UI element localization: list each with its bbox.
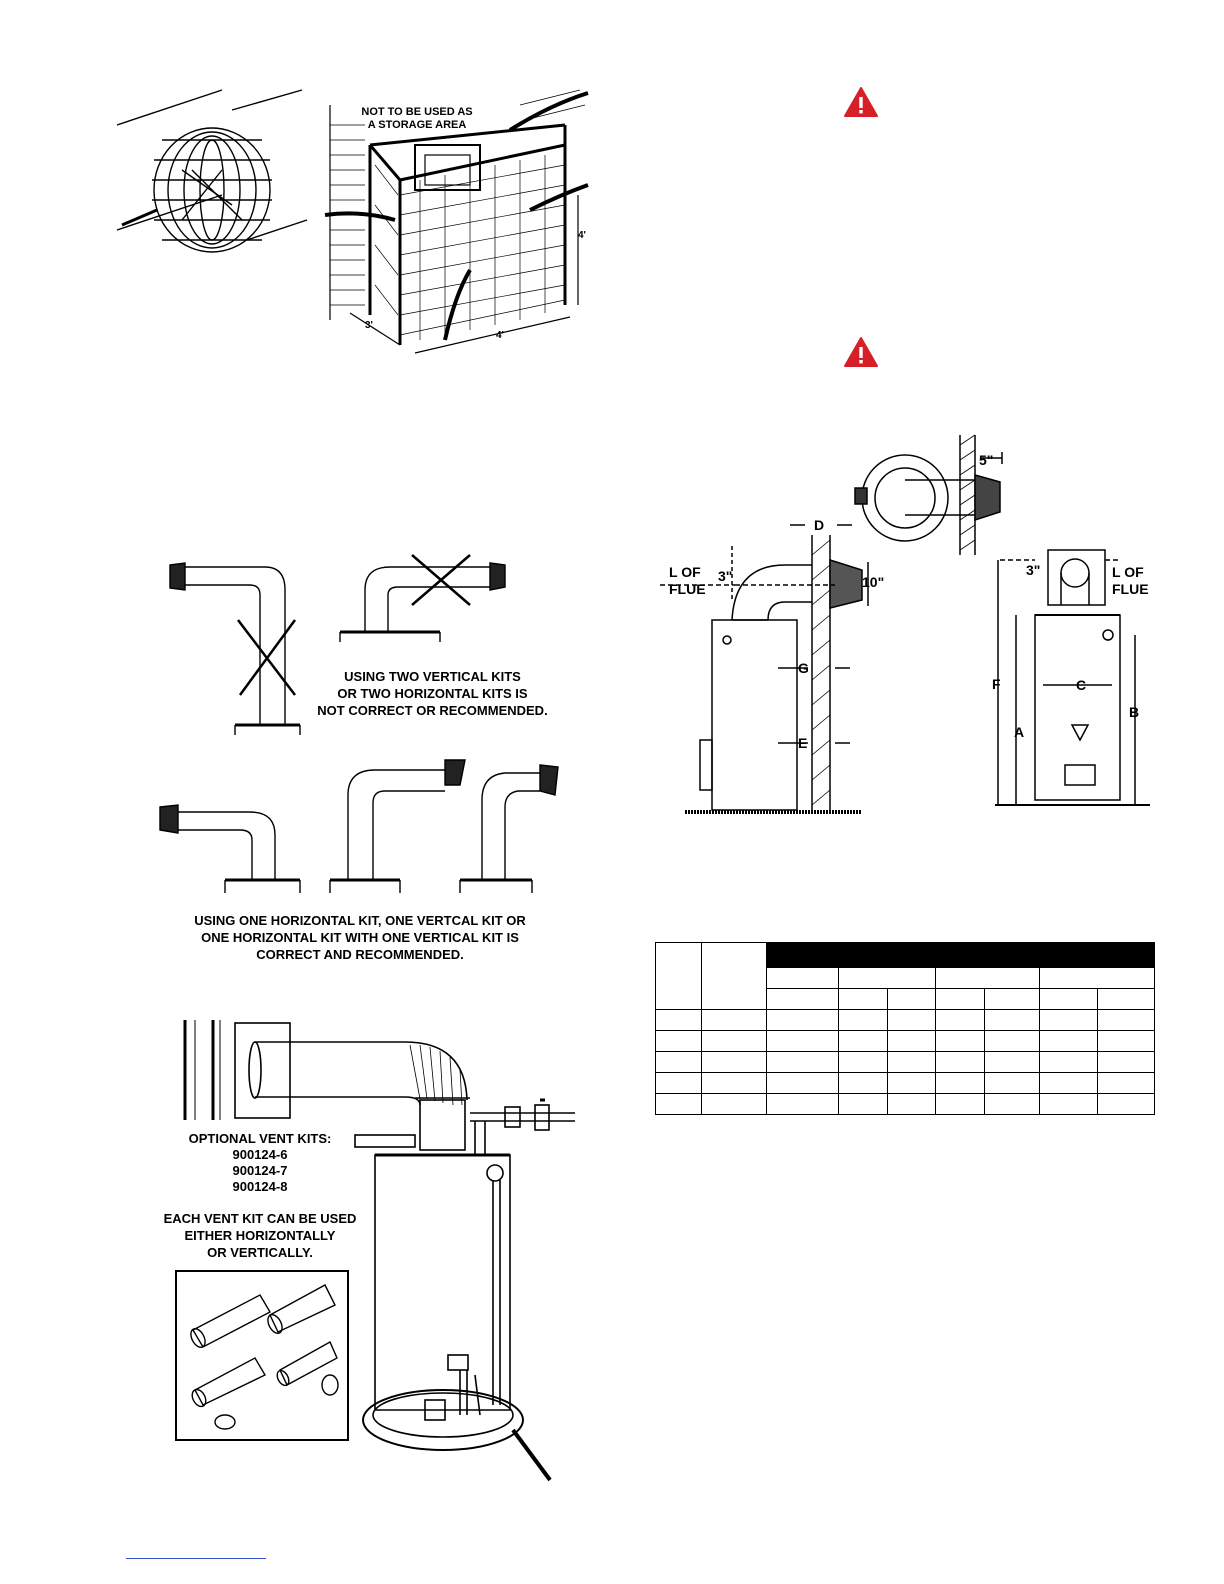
water-heater-vent-kit-illustration xyxy=(183,1020,575,1482)
table-row xyxy=(655,1093,1155,1115)
enclosure-width-label: 4' xyxy=(496,330,504,341)
vent-height-label: 10" xyxy=(862,574,885,590)
warning-triangle-icon xyxy=(844,337,878,367)
correct-kits-caption: USING ONE HORIZONTAL KIT, ONE VERTCAL KI… xyxy=(194,913,526,962)
vent-cap-guard-illustration xyxy=(116,89,308,253)
centerline-flue-right-label: L OF FLUE xyxy=(1112,564,1149,597)
enclosure-depth-label: 3' xyxy=(365,320,373,331)
dimensions-table xyxy=(655,942,1156,1115)
top-clearance-label: 5" xyxy=(979,452,994,468)
table-row xyxy=(655,1051,1155,1073)
dimension-diagram xyxy=(660,434,1150,814)
table-row xyxy=(655,1072,1155,1094)
diameter-c-label: C xyxy=(1076,677,1087,693)
centerline-flue-left-label: L OF FLUE xyxy=(669,564,706,597)
flue-offset-left-label: 3" xyxy=(718,568,733,584)
incorrect-kits-caption: USING TWO VERTICAL KITS OR TWO HORIZONTA… xyxy=(317,669,548,718)
height-b-label: B xyxy=(1129,704,1140,720)
flue-offset-right-label: 3" xyxy=(1026,562,1041,578)
height-a-label: A xyxy=(1014,724,1025,740)
table-row xyxy=(655,1030,1155,1052)
vent-kit-number-3: 900124-8 xyxy=(232,1179,288,1194)
storage-warning-label: NOT TO BE USED AS A STORAGE AREA xyxy=(361,106,473,131)
footer-link-underline[interactable] xyxy=(126,1558,266,1559)
table-row xyxy=(655,1009,1155,1031)
incorrect-kit-combinations-illustration xyxy=(169,554,506,735)
clearance-e-label: E xyxy=(798,735,808,751)
warning-triangle-icon xyxy=(844,87,878,117)
vent-kit-number-1: 900124-6 xyxy=(232,1147,288,1162)
clearance-d-label: D xyxy=(814,517,825,533)
height-f-label: F xyxy=(992,676,1001,692)
optional-vent-kits-title: OPTIONAL VENT KITS: xyxy=(188,1131,332,1146)
vent-kit-parts-box xyxy=(175,1270,349,1441)
vent-kit-usage-note: EACH VENT KIT CAN BE USED EITHER HORIZON… xyxy=(163,1211,357,1260)
vent-enclosure-illustration xyxy=(324,89,589,354)
clearance-g-label: G xyxy=(798,660,809,676)
enclosure-height-label: 4' xyxy=(578,230,586,241)
vent-kit-number-2: 900124-7 xyxy=(232,1163,288,1178)
correct-kit-combinations-illustration xyxy=(159,759,559,893)
